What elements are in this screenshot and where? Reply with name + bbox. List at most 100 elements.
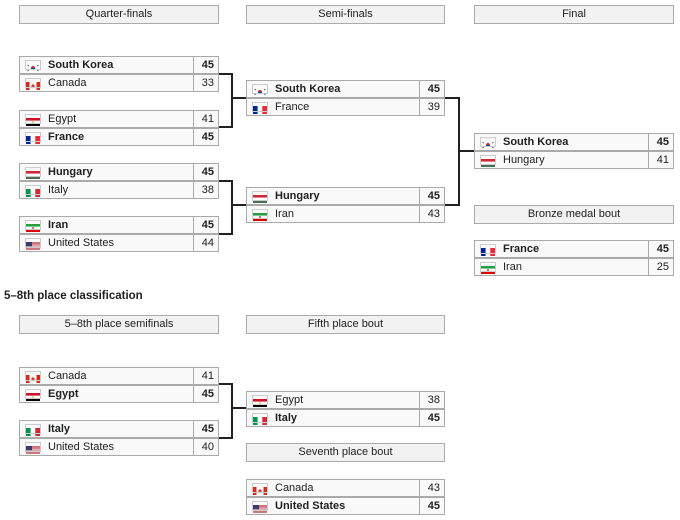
- team-row: Italy 45: [246, 409, 445, 427]
- united-states-flag-icon: [25, 238, 41, 250]
- team-name[interactable]: South Korea: [503, 136, 569, 148]
- team-name[interactable]: South Korea: [275, 83, 341, 95]
- team-row: South Korea 45: [19, 56, 219, 74]
- south-korea-flag-icon: [25, 60, 41, 72]
- france-flag-icon: [252, 102, 268, 114]
- united-states-flag-icon: [252, 501, 268, 513]
- team-cell: Italy: [19, 420, 194, 438]
- score-cell: 43: [419, 479, 445, 497]
- team-cell: Egypt: [19, 110, 194, 128]
- egypt-flag-icon: [25, 114, 41, 126]
- team-name[interactable]: South Korea: [48, 59, 114, 71]
- score-cell: 45: [193, 385, 219, 403]
- team-name[interactable]: Canada: [48, 370, 87, 382]
- team-row: United States 40: [19, 438, 219, 456]
- score-cell: 38: [193, 181, 219, 199]
- team-cell: France: [474, 240, 649, 258]
- team-row: Italy 38: [19, 181, 219, 199]
- team-name[interactable]: Italy: [275, 412, 298, 424]
- header-seventh-place: Seventh place bout: [246, 443, 445, 462]
- team-name[interactable]: Egypt: [48, 113, 77, 125]
- team-row: United States 44: [19, 234, 219, 252]
- iran-flag-icon: [25, 220, 41, 232]
- team-cell: Hungary: [19, 163, 194, 181]
- score-cell: 45: [419, 187, 445, 205]
- score-cell: 41: [648, 151, 674, 169]
- canada-flag-icon: [252, 483, 268, 495]
- team-name[interactable]: United States: [48, 441, 115, 453]
- team-cell: Italy: [19, 181, 194, 199]
- united-states-flag-icon: [25, 442, 41, 454]
- team-name[interactable]: France: [503, 243, 540, 255]
- team-row: South Korea 45: [246, 80, 445, 98]
- score-cell: 25: [648, 258, 674, 276]
- team-name[interactable]: Canada: [275, 482, 314, 494]
- score-cell: 40: [193, 438, 219, 456]
- south-korea-flag-icon: [480, 137, 496, 149]
- team-cell: Canada: [19, 74, 194, 92]
- team-name[interactable]: Egypt: [275, 394, 304, 406]
- team-name[interactable]: Italy: [48, 184, 69, 196]
- section-title: 5–8th place classification: [4, 290, 143, 302]
- team-name[interactable]: Hungary: [275, 190, 320, 202]
- hungary-flag-icon: [480, 155, 496, 167]
- score-cell: 41: [193, 110, 219, 128]
- team-cell: South Korea: [19, 56, 194, 74]
- team-name[interactable]: Iran: [275, 208, 294, 220]
- team-row: Hungary 45: [246, 187, 445, 205]
- team-row: Iran 43: [246, 205, 445, 223]
- header-bronze: Bronze medal bout: [474, 205, 674, 224]
- header-58-semifinals: 5–8th place semifinals: [19, 315, 219, 334]
- header-final: Final: [474, 5, 674, 24]
- iran-flag-icon: [480, 262, 496, 274]
- team-name[interactable]: Iran: [503, 261, 522, 273]
- team-name[interactable]: France: [275, 101, 310, 113]
- team-name[interactable]: Hungary: [503, 154, 545, 166]
- team-name[interactable]: United States: [48, 237, 115, 249]
- team-row: Canada 33: [19, 74, 219, 92]
- team-row: Canada 43: [246, 479, 445, 497]
- team-name[interactable]: Italy: [48, 423, 71, 435]
- team-cell: Iran: [246, 205, 420, 223]
- team-cell: United States: [19, 438, 194, 456]
- score-cell: 44: [193, 234, 219, 252]
- score-cell: 43: [419, 205, 445, 223]
- score-cell: 45: [419, 409, 445, 427]
- team-cell: Italy: [246, 409, 420, 427]
- italy-flag-icon: [25, 185, 41, 197]
- team-cell: United States: [246, 497, 420, 515]
- team-cell: Hungary: [474, 151, 649, 169]
- header-quarter-finals: Quarter-finals: [19, 5, 219, 24]
- team-row: Iran 25: [474, 258, 674, 276]
- score-cell: 45: [419, 80, 445, 98]
- italy-flag-icon: [252, 413, 268, 425]
- team-cell: South Korea: [246, 80, 420, 98]
- team-name[interactable]: Hungary: [48, 166, 93, 178]
- team-name[interactable]: Canada: [48, 77, 87, 89]
- team-name[interactable]: France: [48, 131, 85, 143]
- team-cell: Hungary: [246, 187, 420, 205]
- egypt-flag-icon: [25, 389, 41, 401]
- team-cell: South Korea: [474, 133, 649, 151]
- france-flag-icon: [480, 244, 496, 256]
- score-cell: 41: [193, 367, 219, 385]
- team-cell: France: [19, 128, 194, 146]
- score-cell: 45: [193, 216, 219, 234]
- team-row: Hungary 41: [474, 151, 674, 169]
- team-row: Egypt 45: [19, 385, 219, 403]
- header-semi-finals: Semi-finals: [246, 5, 445, 24]
- team-name[interactable]: United States: [275, 500, 346, 512]
- score-cell: 33: [193, 74, 219, 92]
- team-name[interactable]: Egypt: [48, 388, 79, 400]
- team-name[interactable]: Iran: [48, 219, 69, 231]
- egypt-flag-icon: [252, 395, 268, 407]
- score-cell: 45: [193, 56, 219, 74]
- hungary-flag-icon: [252, 191, 268, 203]
